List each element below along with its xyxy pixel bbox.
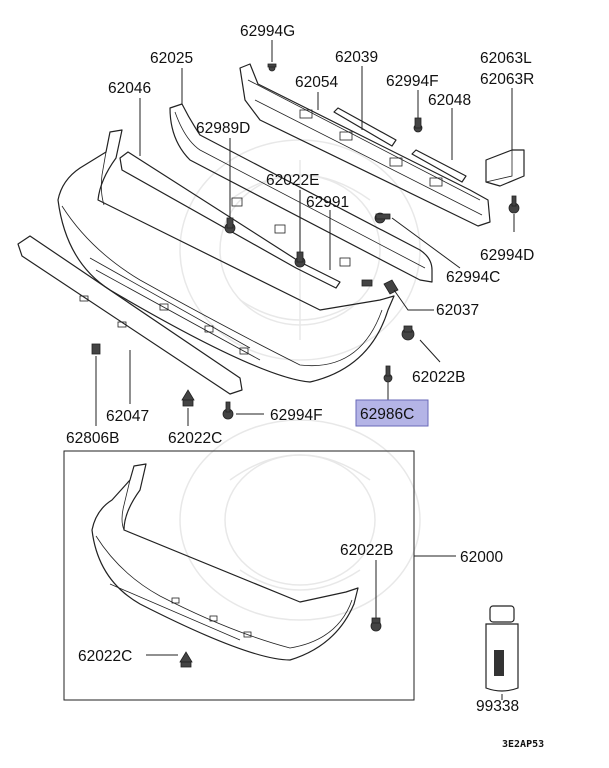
clip-62994G [267, 63, 277, 72]
label-62048: 62048 [428, 92, 471, 109]
label-62063R: 62063R [480, 71, 534, 88]
bumper-assembly-62000 [91, 463, 359, 661]
label-62806B: 62806B [66, 430, 119, 447]
clip-62994C [374, 212, 391, 224]
label-62994F-top: 62994F [386, 73, 439, 90]
lower-strip-62047 [17, 235, 243, 395]
label-62022B-top: 62022B [412, 369, 465, 386]
label-62991: 62991 [306, 194, 349, 211]
label-62039: 62039 [335, 49, 378, 66]
label-62054: 62054 [295, 74, 338, 91]
label-62063L: 62063L [480, 50, 532, 67]
label-62025: 62025 [150, 50, 193, 67]
label-62994F-bottom: 62994F [270, 407, 323, 424]
label-62994G: 62994G [240, 23, 295, 40]
clip-62022E [294, 251, 306, 268]
clip-62986C [383, 365, 393, 383]
label-62989D: 62989D [196, 120, 250, 137]
label-62022B-box: 62022B [340, 542, 393, 559]
diagram-code: 3E2AP53 [502, 739, 544, 750]
bumper-cover-upper [57, 129, 395, 383]
clip-62022C-box [179, 651, 193, 668]
clip-62022B-box [370, 617, 382, 632]
clip-62994F-top [413, 117, 423, 133]
label-62037: 62037 [436, 302, 479, 319]
label-62022E: 62022E [266, 172, 319, 189]
reinforcement-62025 [169, 103, 433, 283]
clip-62991 [361, 279, 373, 287]
label-62994D: 62994D [480, 247, 534, 264]
strip-62054 [333, 107, 397, 147]
label-99338: 99338 [476, 698, 519, 715]
label-62022C-box: 62022C [78, 648, 132, 665]
highlight-box [355, 399, 429, 427]
clip-62994F-bottom [222, 401, 234, 420]
label-62986C: 62986C [360, 406, 414, 423]
label-62022C-top: 62022C [168, 430, 222, 447]
bumper-beam-62039 [239, 63, 491, 227]
label-62000: 62000 [460, 549, 503, 566]
assembly-box [63, 450, 415, 701]
clip-62806B [91, 343, 101, 355]
side-strip-62046 [119, 151, 341, 289]
clip-62994D [508, 195, 520, 214]
clip-62022B-top [401, 325, 415, 341]
label-62994C: 62994C [446, 269, 500, 286]
clip-62022C-top [181, 389, 195, 407]
adhesive-bottle-99338 [485, 605, 519, 700]
leader-lines-upper [95, 40, 515, 426]
label-62047: 62047 [106, 408, 149, 425]
strip-62048 [411, 149, 467, 183]
leader-lines-lower [146, 555, 456, 656]
bracket-62063 [485, 149, 525, 187]
label-62046: 62046 [108, 80, 151, 97]
